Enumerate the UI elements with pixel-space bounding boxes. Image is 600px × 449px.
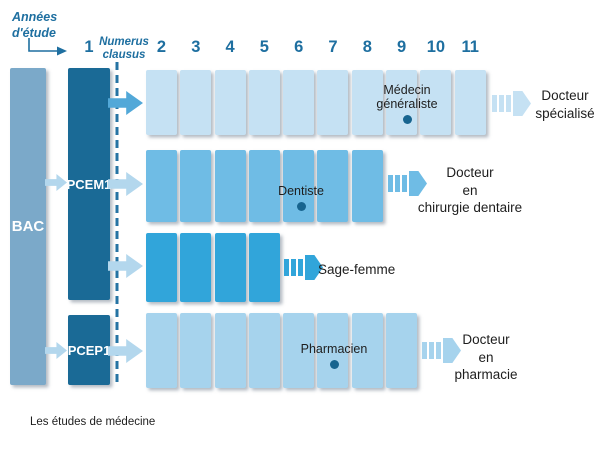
year-box xyxy=(283,70,315,135)
year-box xyxy=(248,150,280,222)
outcome4-line3: pharmacie xyxy=(454,367,518,383)
year-label-5: 5 xyxy=(259,38,269,56)
year-box xyxy=(180,150,212,222)
year-box xyxy=(214,313,246,388)
year-box xyxy=(317,150,349,222)
milestone-medecin-line1: Médecin xyxy=(383,83,431,97)
outcome4-line1: Docteur xyxy=(462,332,510,347)
year-box xyxy=(146,313,177,388)
exit-arrow-sage-femme xyxy=(284,255,323,280)
bac-to-pcep1-arrow xyxy=(45,342,67,359)
year-label-6: 6 xyxy=(294,38,304,56)
pcep1-bar-label: PCEP1 xyxy=(67,342,111,358)
year-box xyxy=(317,313,349,388)
numerus-cross-arrow-sage-femme xyxy=(108,254,143,278)
year-box xyxy=(351,150,383,222)
milestone-dot xyxy=(402,115,412,124)
outcome-docteur-chirurgie-dentaire: Docteur en chirurgie dentaire xyxy=(400,164,540,217)
outcome2-line3: chirurgie dentaire xyxy=(417,200,523,216)
year-label-9: 9 xyxy=(396,38,407,56)
year-box xyxy=(351,70,383,135)
outcome-sage-femme: Sage-femme xyxy=(318,261,428,279)
bac-bar-label: BAC xyxy=(11,218,45,235)
year-box xyxy=(248,233,280,302)
milestone-dentiste: Dentiste xyxy=(258,184,344,211)
years-axis-label-line2: d'étude xyxy=(12,25,56,40)
track-medecine-boxes xyxy=(146,70,486,135)
milestone-dot xyxy=(329,360,339,369)
bac-to-pcem1-arrow xyxy=(45,174,67,191)
track-pharmacie-boxes xyxy=(146,313,418,388)
year-box xyxy=(454,70,486,135)
milestone-dot xyxy=(296,202,306,211)
milestone-medecin-generaliste: Médecin généraliste xyxy=(348,83,466,124)
year-label-7: 7 xyxy=(328,38,338,56)
outcome2-line2: en xyxy=(462,182,478,198)
year-box xyxy=(146,70,177,135)
year-box xyxy=(386,313,418,388)
milestone-pharmacien-line1: Pharmacien xyxy=(300,342,368,356)
track-sage-femme-boxes xyxy=(146,233,280,302)
numerus-clausus-line1: Numerus xyxy=(99,36,149,48)
outcome1-line2: spécialisé xyxy=(535,105,595,121)
year-box xyxy=(146,150,177,222)
year-box xyxy=(180,70,212,135)
pcep1-bar: PCEP1 xyxy=(68,315,110,385)
pcem1-bar: PCEM1 xyxy=(66,68,112,300)
outcome-docteur-pharmacie: Docteur en pharmacie xyxy=(432,331,540,384)
exit-arrow-dentaire xyxy=(388,171,427,196)
year-box xyxy=(180,233,212,302)
year-box xyxy=(317,70,349,135)
outcome-docteur-specialise: Docteur spécialisé xyxy=(517,87,600,122)
year-box xyxy=(420,70,452,135)
year-box xyxy=(283,313,315,388)
exit-arrow-medecine xyxy=(492,91,531,116)
numerus-clausus-line2: clausus xyxy=(102,49,146,62)
year-label-11: 11 xyxy=(461,38,479,56)
numerus-cross-arrow-medecine xyxy=(108,91,143,115)
outcome1-line1: Docteur xyxy=(541,88,589,103)
diagram-caption: Les études de médecine xyxy=(30,416,156,428)
year-label-1: 1 xyxy=(84,38,94,56)
year-label-8: 8 xyxy=(362,38,372,56)
milestone-pharmacien: Pharmacien xyxy=(290,342,378,369)
elbow-arrow-icon xyxy=(28,38,67,56)
exit-arrow-pharmacie xyxy=(422,338,461,363)
numerus-cross-arrow-dentaire xyxy=(108,172,143,196)
pcem1-bar-label: PCEM1 xyxy=(66,176,112,192)
year-label-10: 10 xyxy=(426,38,446,56)
numerus-clausus-label: Numerus clausus xyxy=(97,36,151,62)
outcome3-line1: Sage-femme xyxy=(318,262,396,277)
years-axis-label-line1: Années xyxy=(12,10,58,24)
year-label-4: 4 xyxy=(225,38,235,56)
year-box xyxy=(214,70,246,135)
year-numbers-row: 2 3 4 5 6 7 8 9 10 11 xyxy=(146,38,486,57)
year-label-2: 2 xyxy=(156,38,167,56)
year-box xyxy=(146,233,177,302)
numerus-clausus-dashed-line xyxy=(115,62,119,385)
year-box xyxy=(214,233,246,302)
milestone-medecin-line2: généraliste xyxy=(376,97,438,111)
year-box xyxy=(248,313,280,388)
year-label-3: 3 xyxy=(191,38,201,56)
year-box xyxy=(248,70,280,135)
numerus-cross-arrow-pharmacie xyxy=(108,339,143,363)
milestone-dentiste-line1: Dentiste xyxy=(278,184,324,198)
years-axis-label: Années d'étude xyxy=(12,10,82,41)
year-box xyxy=(386,70,418,135)
year-box xyxy=(180,313,212,388)
bac-bar: BAC xyxy=(10,68,46,385)
outcome2-line1: Docteur xyxy=(446,165,494,180)
outcome4-line2: en xyxy=(478,349,494,365)
year-box xyxy=(351,313,383,388)
year-box xyxy=(214,150,246,222)
